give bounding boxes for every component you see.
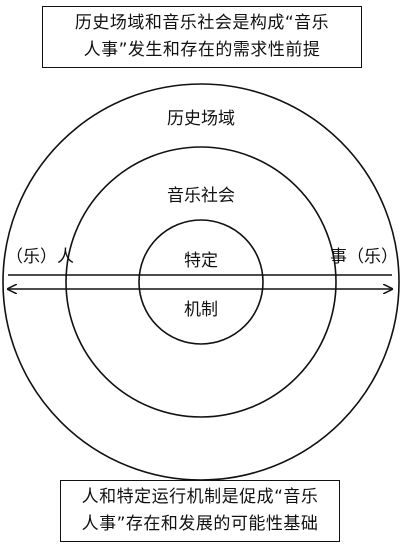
arrow-left-label: （乐）人 [6, 247, 74, 267]
bottom-caption-line-1: 人和特定运行机制是促成“音乐 [81, 487, 319, 507]
inner-circle-label-top: 特定 [184, 251, 218, 271]
middle-circle-music-society [65, 146, 337, 418]
inner-circle-label-bottom: 机制 [184, 300, 218, 320]
outer-circle-label: 历史场域 [167, 109, 235, 129]
bottom-caption-line-2: 人事”存在和发展的可能性基础 [81, 514, 319, 534]
inner-circle-mechanism [138, 219, 264, 345]
middle-circle-label: 音乐社会 [167, 186, 235, 206]
bottom-caption-box: 人和特定运行机制是促成“音乐 人事”存在和发展的可能性基础 [60, 480, 340, 542]
top-caption-box: 历史场域和音乐社会是构成“音乐 人事”发生和存在的需求性前提 [42, 6, 362, 68]
arrow-right-label: 事（乐） [330, 247, 398, 267]
outer-circle-history-field [2, 83, 400, 481]
top-caption-line-2: 人事”发生和存在的需求性前提 [83, 40, 321, 60]
top-caption-line-1: 历史场域和音乐社会是构成“音乐 [74, 13, 330, 33]
